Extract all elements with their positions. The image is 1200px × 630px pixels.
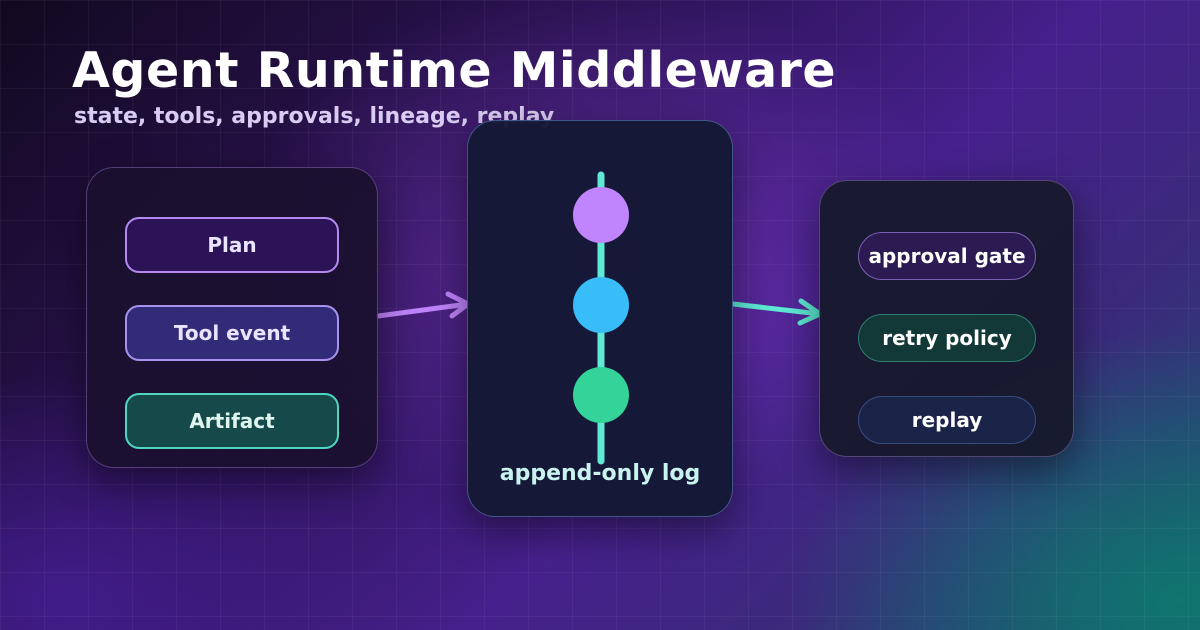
log-node-tool-event xyxy=(573,277,629,333)
log-node-artifact xyxy=(573,367,629,423)
control-approval-gate: approval gate xyxy=(858,232,1036,280)
pipeline-card: Plan Tool event Artifact xyxy=(86,167,378,468)
stage-artifact: Artifact xyxy=(125,393,339,449)
control-replay: replay xyxy=(858,396,1036,444)
log-label: append-only log xyxy=(499,461,701,486)
log-node-plan xyxy=(573,187,629,243)
control-retry-policy: retry policy xyxy=(858,314,1036,362)
stage-tool-event: Tool event xyxy=(125,305,339,361)
page-subtitle: state, tools, approvals, lineage, replay xyxy=(74,104,555,129)
stage-plan: Plan xyxy=(125,217,339,273)
controls-card: approval gate retry policy replay xyxy=(819,180,1074,457)
log-card: append-only log xyxy=(467,120,733,517)
page-title: Agent Runtime Middleware xyxy=(72,42,837,99)
log-timeline xyxy=(573,171,629,465)
